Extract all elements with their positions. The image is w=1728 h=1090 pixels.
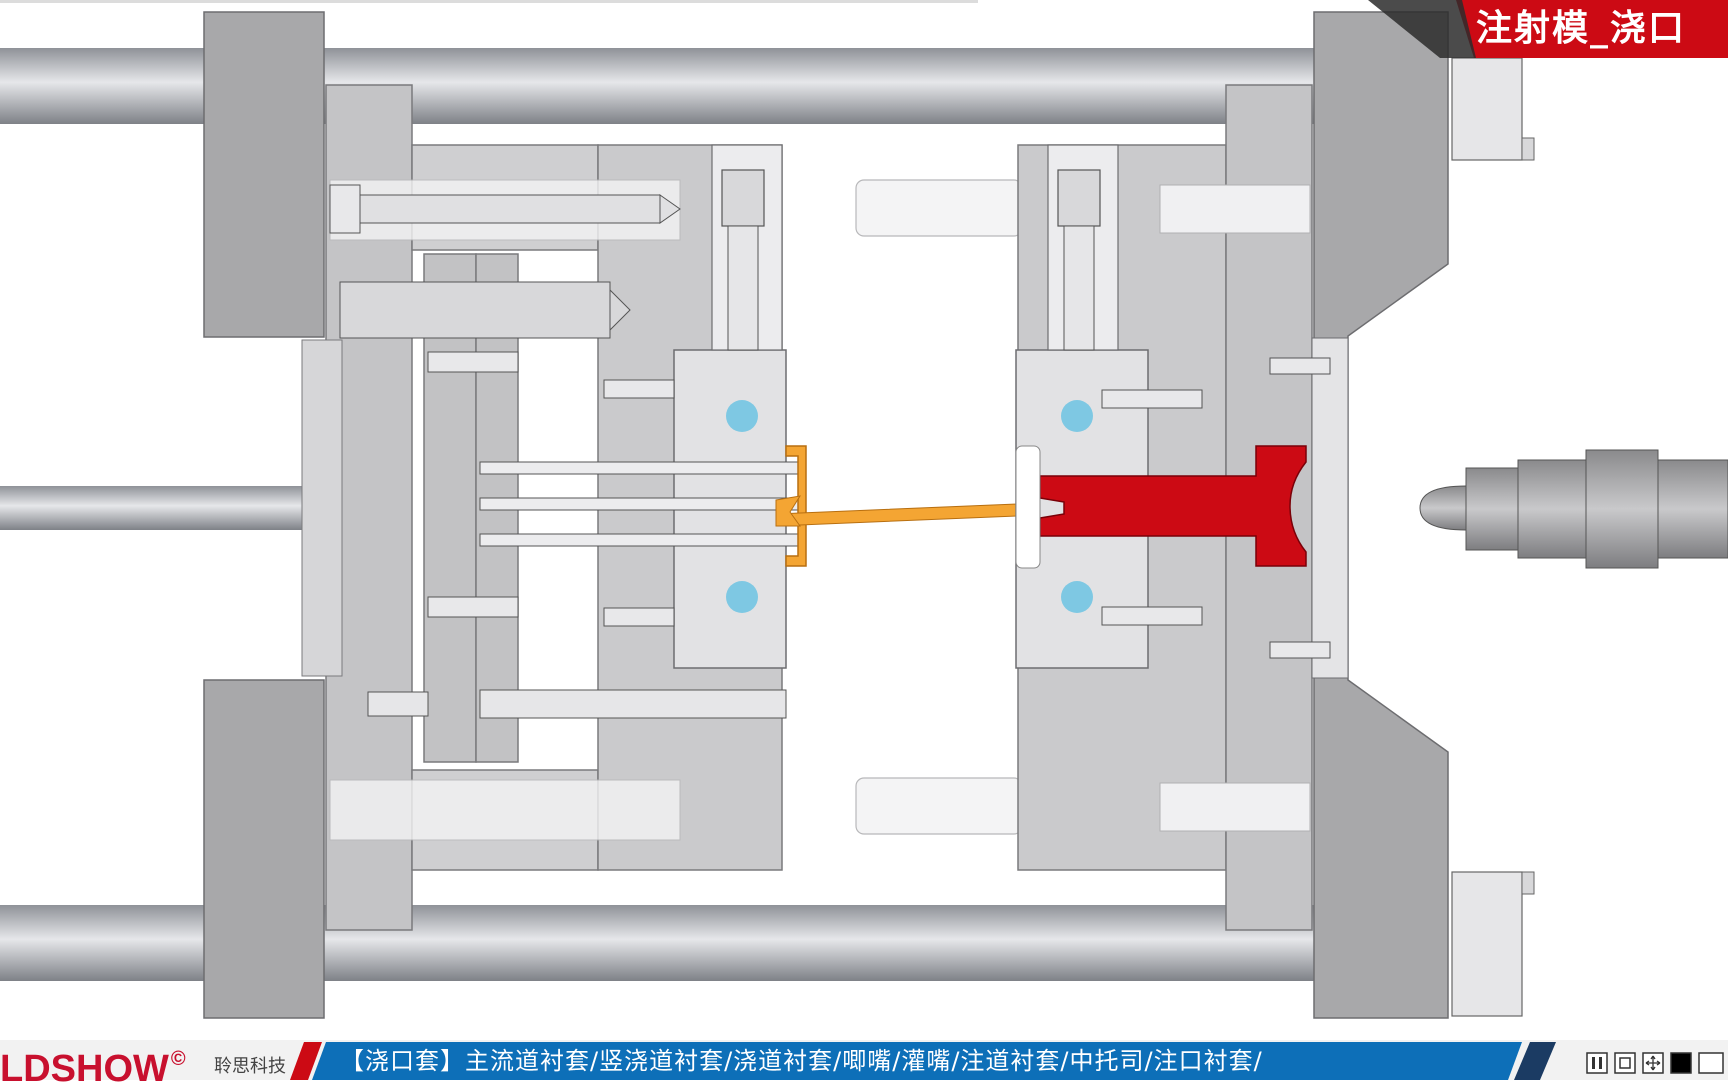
ejector-pin-2 — [479, 497, 801, 511]
injection-nozzle-hex — [1465, 467, 1519, 551]
tie-bar-nut-bottom-cap — [1521, 871, 1535, 895]
guide-bushing-bottom — [855, 777, 1023, 835]
move-icon[interactable] — [1642, 1052, 1664, 1074]
white-swatch-icon[interactable] — [1698, 1052, 1724, 1074]
ejector-pin-1 — [479, 461, 801, 475]
pin-shaft-top-left — [727, 225, 759, 351]
locating-ring — [1311, 337, 1349, 679]
title-banner-stripe — [1368, 0, 1476, 58]
clamp-plate-inner-step — [301, 339, 343, 677]
black-swatch-icon[interactable] — [1670, 1052, 1692, 1074]
tie-bar-nut-top — [1451, 57, 1523, 161]
support-pillar-top — [339, 281, 611, 339]
moving-platen-lower — [203, 679, 325, 1019]
insert-bolt-upper-right — [1101, 389, 1203, 409]
title-banner-bg — [1456, 0, 1728, 58]
progress-track — [0, 0, 978, 3]
brand-logo: LDSHOW© — [0, 1039, 186, 1089]
brand-mark: © — [170, 1048, 186, 1070]
page-title: 注射模_浇口 — [1476, 8, 1687, 49]
footer-slash-red — [290, 1042, 322, 1080]
injection-barrel-collar — [1585, 449, 1659, 569]
runner-wedge — [775, 495, 802, 527]
cooling-channel-left-lower — [726, 581, 758, 613]
insert-bolt-lower-right — [1101, 606, 1203, 626]
ghost-bolt-left-bottom — [329, 779, 681, 841]
ejector-clearance-slot — [1015, 445, 1041, 569]
injection-nozzle-tip — [1419, 485, 1467, 531]
pause-icon[interactable] — [1586, 1052, 1608, 1074]
molded-part — [785, 445, 807, 567]
moving-platen-upper — [203, 11, 325, 338]
footer-caption: 【浇口套】主流道衬套/竖浇道衬套/浇道衬套/唧嘴/灌嘴/注道衬套/中托司/注口衬… — [340, 1047, 1263, 1075]
plate-bolt-lower-left — [427, 596, 519, 618]
footer-caption-bg — [312, 1042, 1522, 1080]
spring-coupling-top-right — [1057, 169, 1101, 227]
fixed-bolt-top — [1159, 184, 1311, 234]
ejector-retainer-plate — [423, 253, 477, 763]
insert-bolt-lower-left — [603, 607, 675, 627]
cooling-channel-right-upper — [1061, 400, 1093, 432]
guide-bushing-top — [855, 179, 1023, 237]
clamp-bolt-top-tip — [659, 194, 681, 224]
company-name: 聆思科技 — [214, 1056, 286, 1077]
locating-bolt-lower — [1269, 641, 1331, 659]
clamp-bolt-top-shank — [359, 194, 661, 224]
ejector-pin-3 — [479, 533, 801, 547]
pin-shaft-top-right — [1063, 225, 1095, 351]
tie-bar-nut-top-cap — [1521, 137, 1535, 161]
cooling-channel-left-upper — [726, 400, 758, 432]
footer-slash-dark — [1514, 1042, 1556, 1080]
insert-bolt-upper-left — [603, 379, 675, 399]
stop-icon[interactable] — [1614, 1052, 1636, 1074]
return-pin-lower — [479, 689, 787, 719]
clamp-bolt-top — [329, 184, 361, 234]
plate-bolt-upper-left — [427, 351, 519, 373]
fixed-platen — [1313, 11, 1449, 1019]
brand-name: LDSHOW — [0, 1048, 169, 1090]
fixed-bolt-bottom — [1159, 782, 1311, 832]
return-pin-lower-head — [367, 691, 429, 717]
spring-coupling-top-left — [721, 169, 765, 227]
cooling-channel-right-lower — [1061, 581, 1093, 613]
locating-bolt-upper — [1269, 357, 1331, 375]
tie-bar-bottom — [0, 905, 1330, 981]
support-pillar-top-tip — [609, 288, 631, 332]
tie-bar-nut-bottom — [1451, 871, 1523, 1017]
tie-bar-top — [0, 48, 1330, 124]
sprue-bushing — [1039, 445, 1307, 567]
